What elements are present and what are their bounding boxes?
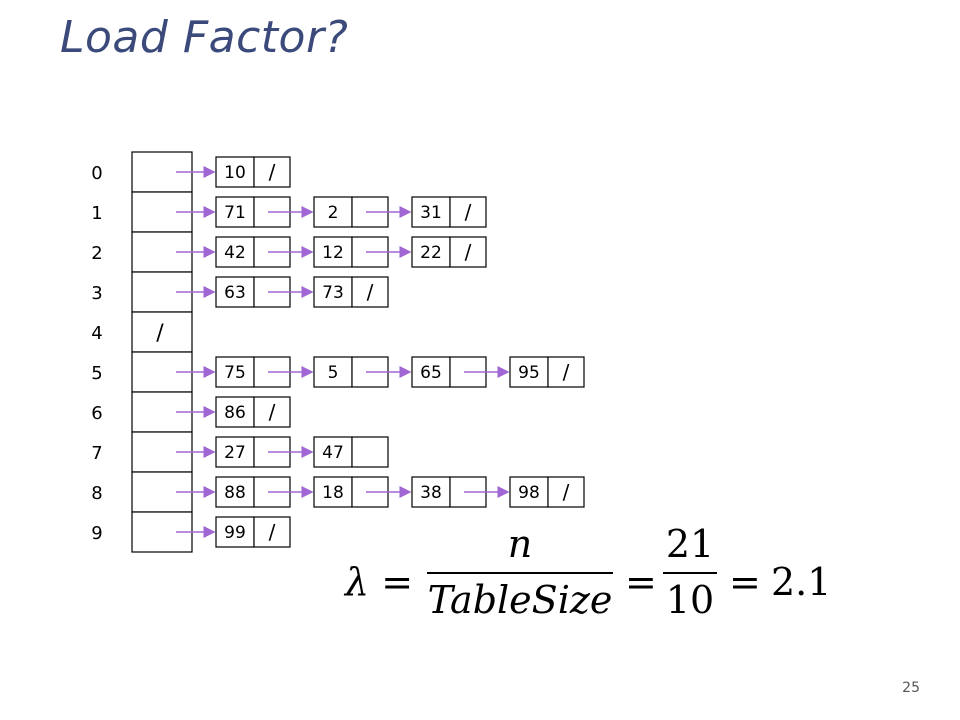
hash-table-diagram: 0 10 / 1 71 2 31 / 2 42 12 22 / 3 63 73 / 4 / 5 75 5 65 95 / 6 86 /… — [91, 151, 585, 553]
node-value-cell — [313, 436, 353, 468]
node-pointer-cell — [253, 396, 291, 428]
node-value: 99 — [224, 523, 246, 543]
node-value: 27 — [224, 443, 246, 463]
node-value: 47 — [322, 443, 344, 463]
fraction2-bar — [663, 572, 717, 574]
node-value-cell — [215, 196, 255, 228]
fraction-21-over-10: 21 10 — [663, 522, 717, 622]
node-value: 75 — [224, 363, 246, 383]
node-pointer-cell — [253, 156, 291, 188]
null-marker: / — [563, 480, 570, 504]
bucket-index-label: 6 — [91, 403, 102, 424]
node-value-cell — [313, 276, 353, 308]
fraction-n-over-tablesize: n TableSize — [427, 522, 613, 622]
node-value-cell — [215, 156, 255, 188]
node-value: 10 — [224, 163, 246, 183]
node-pointer-cell — [351, 276, 389, 308]
slide-title: Load Factor? — [60, 12, 349, 63]
node-value-cell — [215, 276, 255, 308]
node-value-cell — [215, 396, 255, 428]
node-pointer-cell — [351, 436, 389, 468]
node-value: 63 — [224, 283, 246, 303]
bucket-index-label: 5 — [91, 363, 102, 384]
formula-lhs: λ = — [345, 560, 413, 604]
bucket-index-label: 3 — [91, 283, 102, 304]
equals-sign-2: = — [625, 560, 657, 604]
node-value: 86 — [224, 403, 246, 423]
lambda-symbol: λ — [345, 560, 370, 604]
bucket-index-label: 4 — [91, 323, 102, 344]
node-value-cell — [215, 516, 255, 548]
fraction-numerator: n — [507, 522, 533, 566]
null-marker: / — [269, 400, 276, 424]
node-value: 95 — [518, 363, 540, 383]
bucket-index-label: 7 — [91, 443, 102, 464]
fraction2-denominator: 10 — [665, 578, 715, 622]
null-marker: / — [269, 160, 276, 184]
node-value-cell — [313, 196, 353, 228]
node-pointer-cell — [547, 356, 585, 388]
fraction-bar — [427, 572, 613, 574]
node-pointer-cell — [449, 196, 487, 228]
node-value-cell — [411, 236, 451, 268]
null-marker: / — [465, 200, 472, 224]
null-marker: / — [563, 360, 570, 384]
node-value: 88 — [224, 483, 246, 503]
node-value-cell — [313, 476, 353, 508]
formula-result: 2.1 — [771, 560, 832, 604]
bucket-index-label: 1 — [91, 203, 102, 224]
null-marker: / — [269, 520, 276, 544]
node-value-cell — [313, 356, 353, 388]
bucket-cell — [131, 311, 193, 353]
node-value-cell — [411, 196, 451, 228]
node-value-cell — [411, 476, 451, 508]
slide-number: 25 — [902, 680, 920, 696]
node-value: 73 — [322, 283, 344, 303]
node-value-cell — [215, 356, 255, 388]
node-value-cell — [215, 236, 255, 268]
node-pointer-cell — [449, 236, 487, 268]
node-value-cell — [411, 356, 451, 388]
fraction-denominator: TableSize — [427, 578, 613, 622]
node-value: 31 — [420, 203, 442, 223]
bucket-index-label: 9 — [91, 523, 102, 544]
null-marker: / — [465, 240, 472, 264]
node-pointer-cell — [547, 476, 585, 508]
null-marker: / — [367, 280, 374, 304]
node-pointer-cell — [253, 516, 291, 548]
equals-sign: = — [381, 560, 414, 604]
node-value: 22 — [420, 243, 442, 263]
bucket-index-label: 8 — [91, 483, 102, 504]
fraction2-numerator: 21 — [665, 522, 715, 566]
node-value: 42 — [224, 243, 246, 263]
node-value: 18 — [322, 483, 344, 503]
node-value: 2 — [328, 203, 339, 223]
node-value: 65 — [420, 363, 442, 383]
null-marker: / — [156, 321, 164, 346]
node-value: 98 — [518, 483, 540, 503]
bucket-index-label: 0 — [91, 163, 102, 184]
bucket-index-label: 2 — [91, 243, 102, 264]
node-value: 5 — [328, 363, 339, 383]
node-value: 12 — [322, 243, 344, 263]
node-value: 71 — [224, 203, 246, 223]
equals-sign-3: = — [729, 560, 761, 604]
node-value: 38 — [420, 483, 442, 503]
